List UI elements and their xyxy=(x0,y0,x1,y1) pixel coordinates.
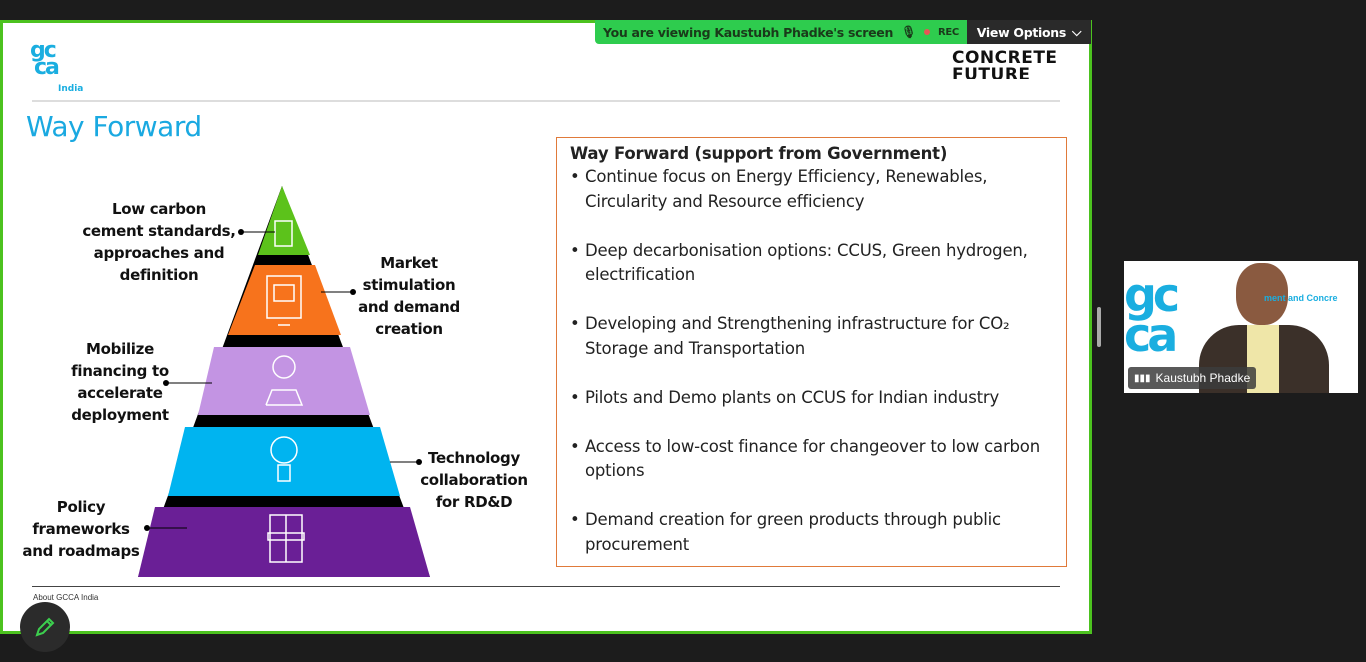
list-item: Access to low-cost finance for changeove… xyxy=(570,435,1053,484)
gcca-logo: gc ca India xyxy=(30,38,83,95)
pencil-icon xyxy=(35,617,55,637)
rec-dot-icon xyxy=(924,29,930,35)
list-item: Developing and Strengthening infrastruct… xyxy=(570,312,1053,361)
view-options-label: View Options xyxy=(976,24,1067,40)
viewing-text: You are viewing Kaustubh Phadke's screen xyxy=(603,24,894,40)
monitor-chat-icon xyxy=(266,275,302,326)
header-divider xyxy=(32,100,1060,102)
tier-4-label: Technology collaboration for RD&D xyxy=(420,449,528,511)
participant-name-tag: ▮▮▮ Kaustubh Phadke xyxy=(1128,367,1257,389)
concrete-future-logo: CONCRETE FUTURE xyxy=(952,48,1058,80)
tier-1-label: Low carbon cement standards, approaches … xyxy=(82,200,236,284)
video-bg-text: ment and Concre xyxy=(1264,293,1338,303)
document-icon xyxy=(274,220,293,247)
list-item: Demand creation for green products throu… xyxy=(570,508,1053,557)
list-item: Pilots and Demo plants on CCUS for India… xyxy=(570,386,1053,411)
logo-line2: ca xyxy=(34,55,60,80)
participant-name: Kaustubh Phadke xyxy=(1155,371,1251,385)
chevron-down-icon: ⌵ xyxy=(1072,24,1082,39)
panel-resize-handle[interactable] xyxy=(1097,307,1101,347)
box-heading: Way Forward (support from Government) xyxy=(570,144,948,163)
pyramid-tier-2 xyxy=(228,265,341,335)
annotate-button[interactable] xyxy=(20,602,70,652)
tier-2-label: Market stimulation and demand creation xyxy=(358,254,460,338)
logo-line1: gc xyxy=(30,38,57,63)
dollar-location-icon xyxy=(265,355,304,406)
footer-text: About GCCA India xyxy=(33,593,99,602)
government-support-box: Way Forward (support from Government) Co… xyxy=(556,137,1067,567)
lightbulb-icon xyxy=(270,436,298,482)
list-item: Deep decarbonisation options: CCUS, Gree… xyxy=(570,239,1053,288)
signal-bars-icon: ▮▮▮ xyxy=(1134,372,1151,384)
brand-line2: FUTURE xyxy=(952,67,1031,79)
footer-divider xyxy=(32,586,1060,587)
speaker-figure xyxy=(1199,263,1329,393)
tier-3-label: Mobilize financing to accelerate deploym… xyxy=(71,340,169,424)
view-options-button[interactable]: View Options ⌵ xyxy=(967,20,1091,44)
rec-label: REC xyxy=(938,26,959,38)
mic-muted-icon: 🎙 xyxy=(901,25,916,39)
pyramid-diagram xyxy=(138,186,430,577)
pyramid-tier-3 xyxy=(198,347,370,415)
page-title: Way Forward xyxy=(26,110,202,143)
list-item: Continue focus on Energy Efficiency, Ren… xyxy=(570,165,1053,214)
pyramid-tier-4 xyxy=(168,427,400,496)
book-pencil-icon xyxy=(267,514,305,563)
pyramid-tier-5 xyxy=(138,507,430,577)
brand-line1: CONCRETE xyxy=(952,48,1058,68)
logo-sub: India xyxy=(58,84,84,94)
screen-share-banner: You are viewing Kaustubh Phadke's screen… xyxy=(595,20,967,44)
tier-5-label: Policy frameworks and roadmaps xyxy=(22,498,140,560)
